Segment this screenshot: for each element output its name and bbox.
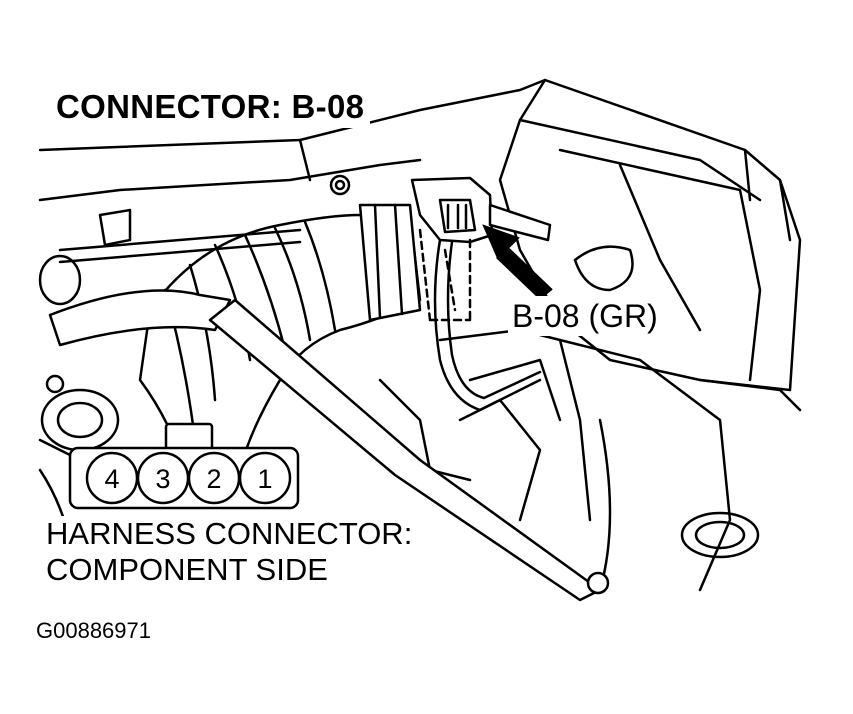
harness-connector-label: HARNESS CONNECTOR: COMPONENT SIDE	[42, 516, 417, 588]
harness-connector-face	[68, 422, 300, 510]
figure-id: G00886971	[36, 618, 151, 643]
pin-1-label: 1	[257, 464, 272, 494]
pin-4-label: 4	[104, 464, 119, 494]
harness-label-line1: HARNESS CONNECTOR:	[46, 516, 413, 551]
pin-3-label: 3	[155, 464, 170, 494]
connector-title: CONNECTOR: B-08	[50, 86, 371, 128]
harness-label-line2: COMPONENT SIDE	[46, 552, 328, 587]
pin-2-label: 2	[206, 464, 221, 494]
pointer-arrow	[482, 224, 553, 300]
connector-callout-label: B-08 (GR)	[508, 296, 662, 336]
